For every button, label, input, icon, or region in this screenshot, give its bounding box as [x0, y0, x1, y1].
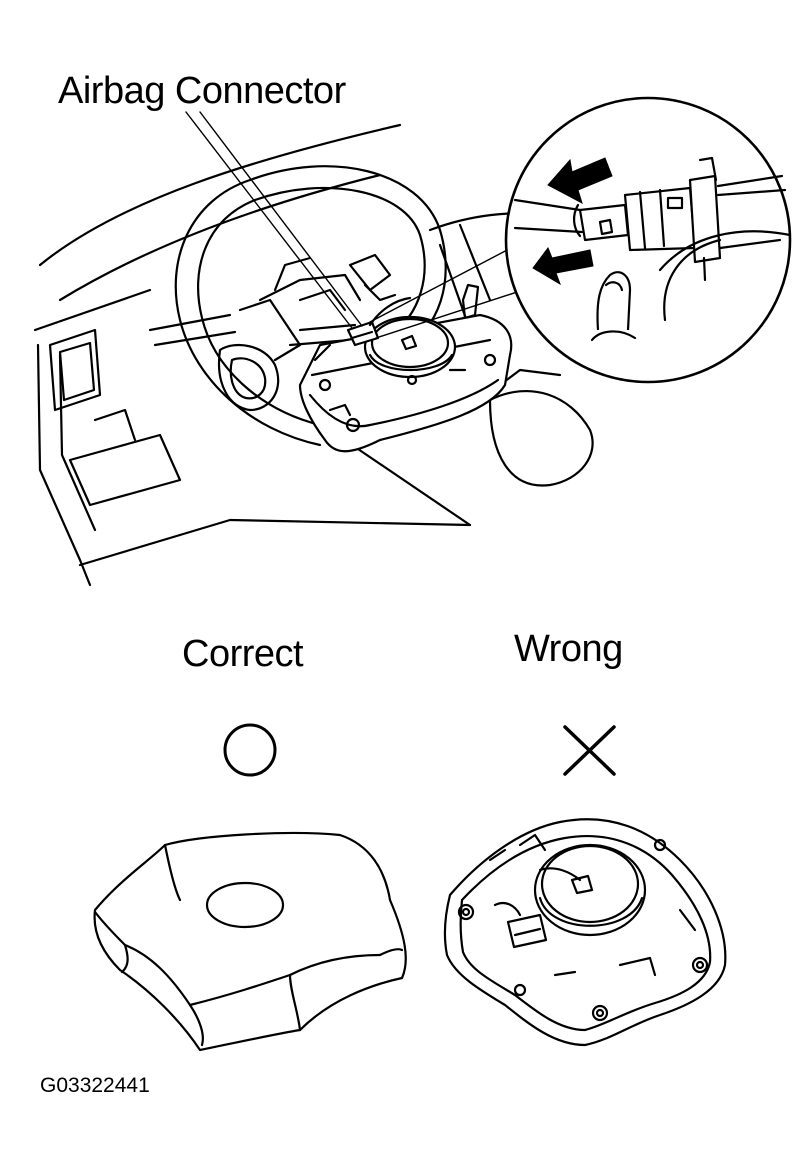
airbag-connector-label: Airbag Connector	[58, 70, 346, 112]
airbag-pad-face-up-illustration	[93, 831, 407, 1052]
circle-symbol	[223, 723, 277, 777]
airbag-connector-leader	[185, 111, 363, 329]
cross-symbol	[563, 725, 616, 776]
wrong-label: Wrong	[514, 628, 623, 670]
correct-label: Correct	[182, 633, 304, 675]
airbag-pad-removed-illustration	[298, 296, 513, 453]
airbag-pad-face-down-illustration	[443, 818, 727, 1047]
figure-code: G03322441	[40, 1074, 150, 1097]
connector-detail-inset	[504, 96, 792, 384]
